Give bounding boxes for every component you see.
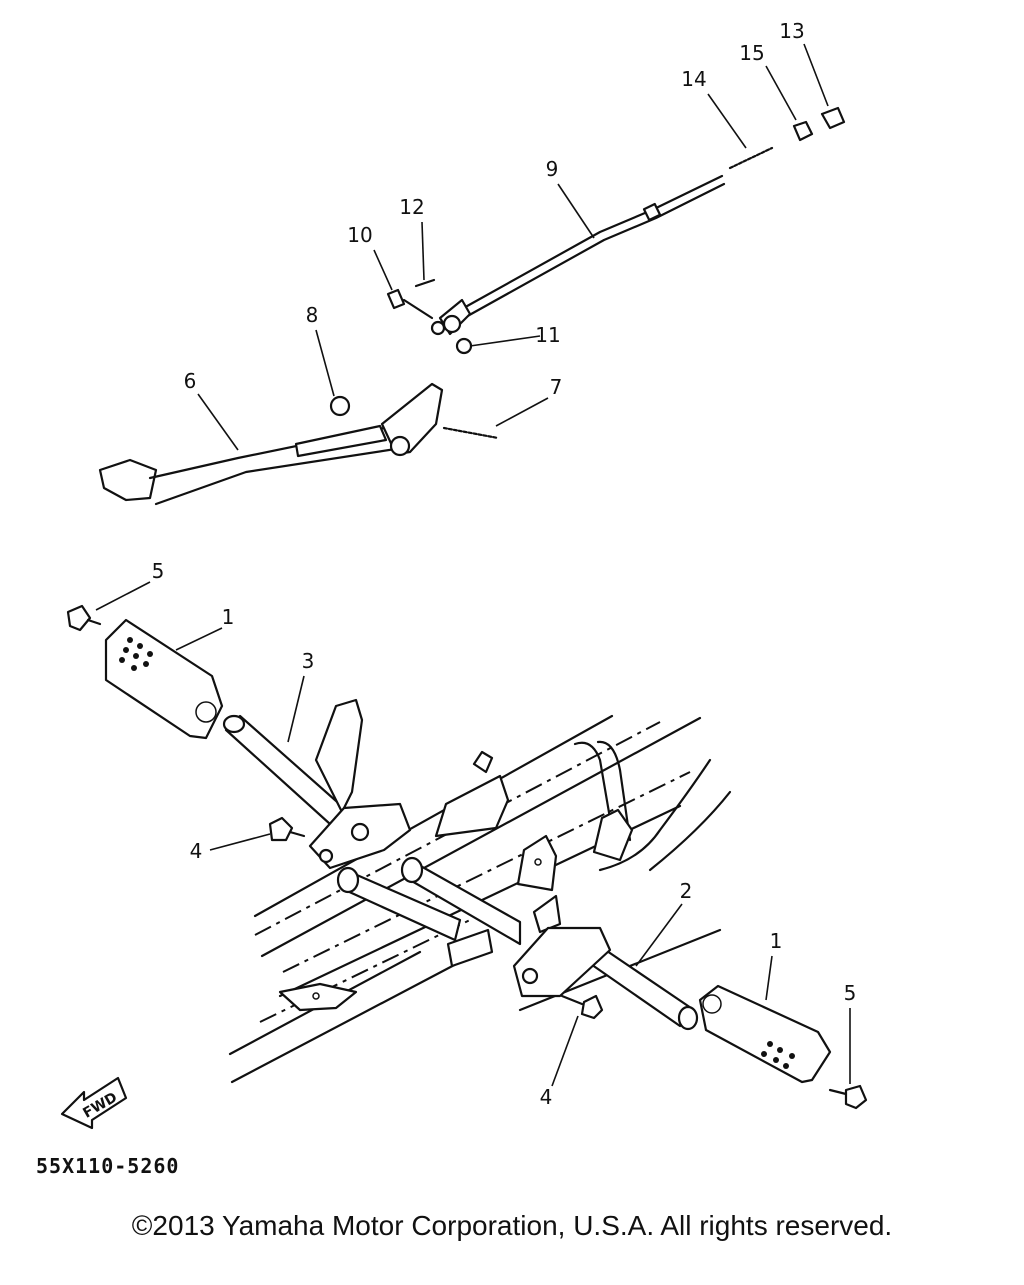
left-footrest-rubber <box>104 618 224 740</box>
copyright-notice: ©2013 Yamaha Motor Corporation, U.S.A. A… <box>131 1210 893 1241</box>
right-footrest-rubber <box>698 984 832 1084</box>
callout-leader-c1b <box>765 955 773 1001</box>
callout-label-c1b: 1 <box>770 929 783 953</box>
callout-label-c5b: 5 <box>844 981 857 1005</box>
callout-leader-c1a <box>175 627 223 651</box>
callout-label-c7: 7 <box>550 375 563 399</box>
callout-label-c6: 6 <box>184 369 197 393</box>
callout-label-c13: 13 <box>779 19 804 43</box>
callout-label-c4a: 4 <box>190 839 203 863</box>
callout-label-c2: 2 <box>680 879 693 903</box>
callout-leader-c3 <box>287 675 305 743</box>
callout-label-c12: 12 <box>399 195 424 219</box>
callout-label-c8: 8 <box>306 303 319 327</box>
frame-outline <box>228 714 732 1084</box>
bolt-4-right <box>560 994 604 1020</box>
callout-leader-c13 <box>803 43 829 107</box>
callout-leader-c6 <box>197 393 239 451</box>
callout-label-c11: 11 <box>535 323 560 347</box>
callout-leader-c14 <box>707 93 747 149</box>
callout-leader-c10 <box>373 249 393 291</box>
right-footrest-bracket <box>512 926 699 1031</box>
drawing-code: 55X110-5260 <box>36 1154 180 1178</box>
bolt-4-left <box>268 816 306 842</box>
callout-label-c14: 14 <box>681 67 706 91</box>
clevis-pin-set <box>386 278 473 355</box>
bolt-5-left <box>66 604 102 632</box>
callout-leader-c2 <box>635 903 683 967</box>
brake-rod <box>438 174 726 336</box>
callout-label-c9: 9 <box>546 157 559 181</box>
callout-leader-c11 <box>469 335 541 347</box>
callout-leader-c15 <box>765 65 797 121</box>
callout-leader-c9 <box>557 183 595 239</box>
bolt-5-right <box>828 1084 868 1110</box>
callout-label-c10: 10 <box>347 223 372 247</box>
callout-leader-c12 <box>421 221 425 281</box>
forward-direction-arrow: FWD <box>60 1076 128 1130</box>
callout-leader-c7 <box>495 397 549 427</box>
left-footrest-bracket <box>222 698 412 870</box>
callout-label-c4b: 4 <box>540 1085 553 1109</box>
callout-label-c3: 3 <box>302 649 315 673</box>
callout-leader-c4b <box>551 1015 579 1087</box>
callout-leader-c5a <box>95 581 151 611</box>
callout-label-c5a: 5 <box>152 559 165 583</box>
brake-pedal <box>98 382 500 506</box>
callout-leader-c4a <box>209 833 271 851</box>
callout-label-c1a: 1 <box>222 605 235 629</box>
adjusting-spring <box>728 106 846 170</box>
callout-leader-c8 <box>315 329 335 397</box>
callout-label-c15: 15 <box>739 41 764 65</box>
